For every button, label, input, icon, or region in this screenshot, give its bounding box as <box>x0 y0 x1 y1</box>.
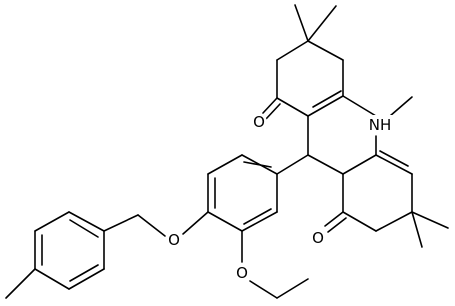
bottom-cyclohexenone-ring <box>324 150 413 233</box>
phenyl-ring <box>207 154 309 232</box>
atom-label-o-ketone-bottom: O <box>310 229 326 247</box>
gem-dimethyl-bottom <box>411 211 449 248</box>
atom-label-o-ketone-top: O <box>251 113 267 131</box>
central-dihydropyridine-ring <box>307 95 413 175</box>
svg-text:O: O <box>253 113 265 131</box>
svg-text:NH: NH <box>369 116 392 134</box>
svg-text:O: O <box>168 231 180 249</box>
benzyloxy-linker <box>103 211 209 237</box>
atom-label-o-ether-benzyl: O <box>166 231 182 249</box>
svg-text:O: O <box>236 264 248 282</box>
ethoxy-group <box>241 230 309 299</box>
tolyl-ring <box>5 211 105 299</box>
atom-label-nh: NH <box>366 115 394 135</box>
gem-dimethyl-top <box>294 4 337 42</box>
svg-text:O: O <box>312 229 324 247</box>
top-cyclohexenone-ring <box>262 40 344 120</box>
atom-label-o-ether-ethoxy: O <box>234 264 250 282</box>
